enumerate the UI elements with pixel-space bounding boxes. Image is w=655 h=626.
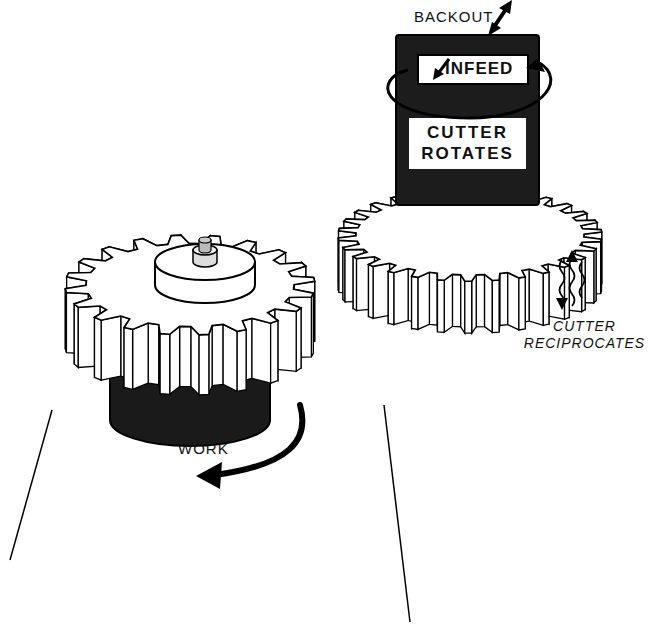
infeed-box: INFEED bbox=[417, 54, 529, 85]
tooth-face bbox=[565, 265, 570, 319]
tooth-face bbox=[191, 327, 199, 395]
tooth-face bbox=[271, 321, 278, 384]
tooth-face bbox=[170, 326, 180, 394]
tooth-face bbox=[180, 326, 191, 386]
tooth-face bbox=[485, 275, 493, 333]
motion-label: CUTTER RECIPROCATES bbox=[522, 318, 647, 352]
tooth-face bbox=[133, 323, 149, 389]
tooth-face bbox=[452, 274, 460, 326]
motion-label: BACKOUT bbox=[414, 8, 504, 26]
tooth-face bbox=[223, 324, 237, 391]
tooth-face bbox=[199, 334, 209, 394]
tooth-face bbox=[472, 275, 477, 333]
tooth-face bbox=[160, 334, 170, 395]
tooth-face bbox=[412, 276, 418, 329]
tooth-face bbox=[437, 280, 444, 333]
tooth-face bbox=[101, 316, 121, 380]
arrow-head bbox=[196, 462, 222, 489]
tooth-face bbox=[394, 269, 408, 325]
tooth-face bbox=[212, 324, 223, 385]
cutter-gear bbox=[338, 189, 601, 333]
tooth-face bbox=[444, 274, 452, 332]
tooth-face bbox=[94, 317, 101, 380]
tooth-face bbox=[519, 277, 525, 330]
tooth-face bbox=[296, 308, 301, 371]
arrow-head bbox=[566, 250, 578, 262]
tooth-face bbox=[500, 273, 508, 326]
tooth-face bbox=[148, 323, 159, 385]
box-label: INFEED bbox=[445, 59, 513, 78]
work-hub bbox=[155, 237, 255, 303]
work-gear bbox=[65, 235, 314, 395]
tooth-face bbox=[237, 330, 246, 392]
leader-lines bbox=[10, 405, 410, 622]
gear-top-face bbox=[65, 235, 314, 335]
tooth-face bbox=[543, 272, 549, 325]
tooth-face bbox=[508, 273, 519, 330]
tooth-face bbox=[492, 280, 499, 332]
tooth-face bbox=[418, 272, 430, 329]
tooth-face bbox=[252, 318, 271, 383]
tooth-face bbox=[465, 281, 472, 333]
motion-label: WORK bbox=[178, 440, 238, 458]
tooth-face bbox=[529, 269, 543, 325]
cutter-shank: CUTTER ROTATES INFEED bbox=[395, 34, 540, 206]
tooth-face bbox=[388, 271, 394, 324]
tooth-face bbox=[368, 265, 373, 319]
arrow-head bbox=[556, 298, 568, 310]
motion-label: CUTTER ROTATES bbox=[409, 118, 526, 169]
tooth-face bbox=[476, 275, 484, 327]
tooth-face bbox=[124, 327, 133, 389]
tooth-face bbox=[429, 272, 437, 325]
